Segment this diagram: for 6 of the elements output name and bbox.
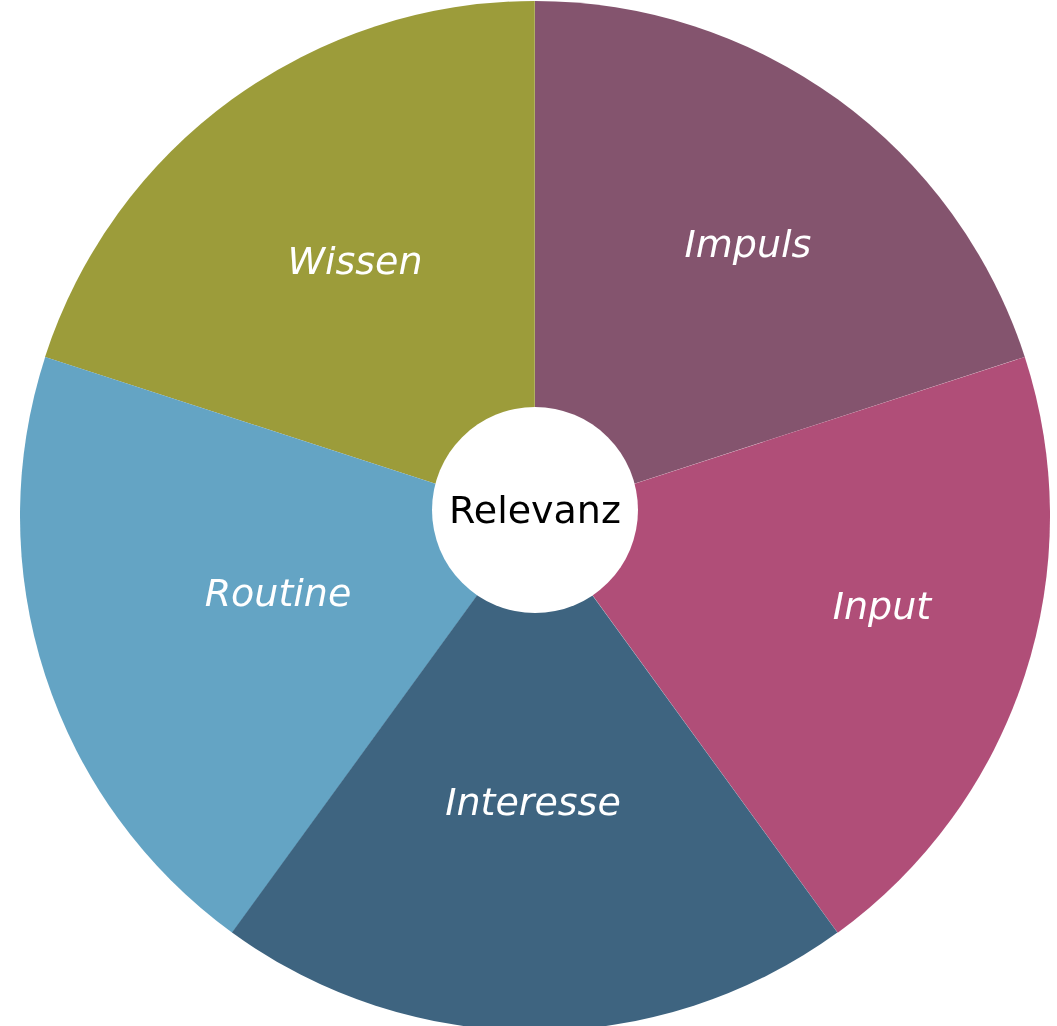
segment-label: Routine	[204, 573, 352, 615]
segment-label: Impuls	[684, 224, 812, 266]
center-label: Relevanz	[449, 488, 621, 532]
segment-label: Input	[832, 586, 932, 628]
segment-label: Wissen	[287, 241, 423, 283]
segment-label: Interesse	[445, 782, 621, 824]
